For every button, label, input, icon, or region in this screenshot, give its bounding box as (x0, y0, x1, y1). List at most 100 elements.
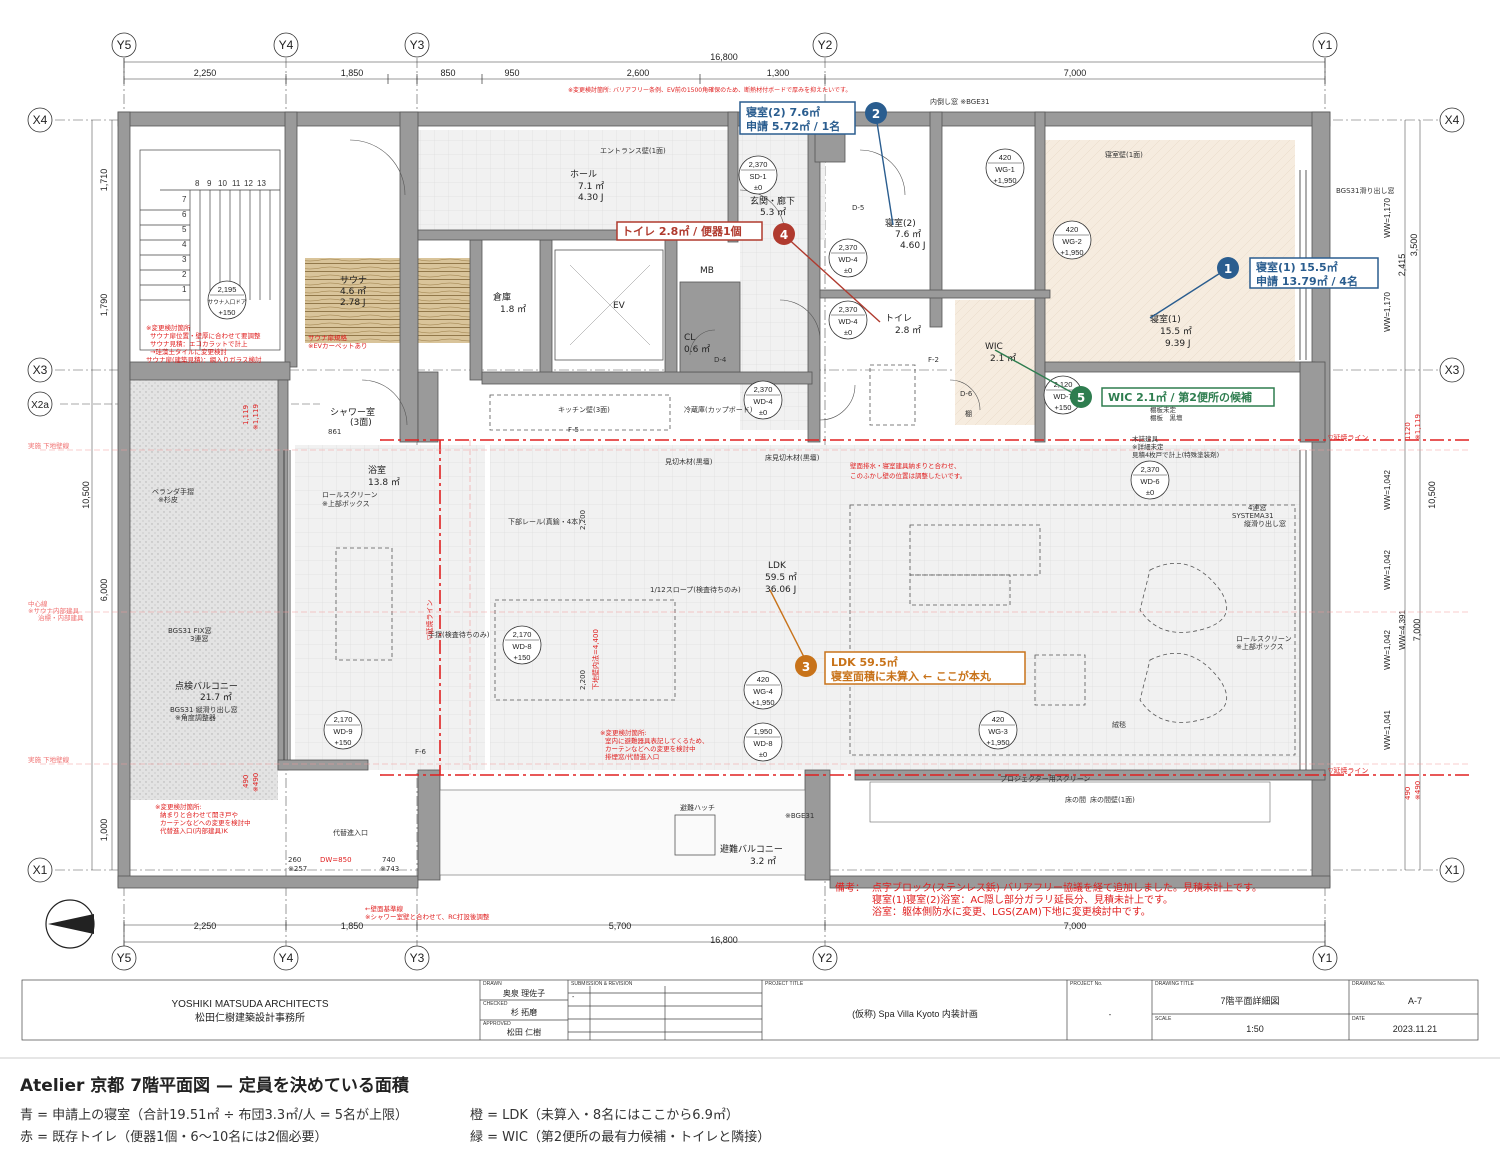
note: 治標・内部建具 (38, 613, 84, 622)
label: F-6 (415, 748, 427, 756)
door-tag-circle (1130, 460, 1170, 500)
dim-top: 2,600 (627, 68, 650, 78)
room-tatami: 4.60 J (900, 241, 926, 251)
note: 中心線 (28, 599, 48, 608)
note: 木詰建具 (1132, 434, 1159, 443)
evac-balcony (439, 789, 806, 876)
annotation-4-line1: トイレ 2.8㎡ / 便器1個 (622, 224, 742, 238)
note: サウナ扉位置・壁厚に合わせて要調整 (150, 331, 261, 340)
room-tatami: 4.30 J (578, 193, 604, 203)
annotation-2: 寝室(2) 7.6㎡ 申請 5.72㎡ / 1名 2 (739, 101, 887, 135)
dim-overall-bottom: 16,800 (710, 935, 738, 945)
label: 冷蔵庫(カップボード) (684, 405, 753, 414)
label: 490 (1404, 787, 1412, 800)
door-tag-circle (985, 148, 1025, 188)
svg-text:4: 4 (182, 240, 187, 249)
tb-label: CHECKED (483, 1001, 508, 1007)
svg-text:8: 8 (195, 179, 200, 188)
grid-label: Y4 (279, 38, 294, 52)
svg-text:10: 10 (218, 179, 227, 188)
label: 4連窓 (1248, 503, 1266, 512)
label: プロジェクター用スクリーン (1000, 774, 1090, 783)
label: 代替進入口 (333, 828, 368, 837)
annotation-5: WIC 2.1㎡ / 第2便所の候補 5 (1070, 386, 1275, 408)
note: 代替進入口(内部建具)K (160, 826, 229, 835)
remarks-line: 浴室：躯体側防水に変更、LGS(ZAM)下地に変更検討中です。 (872, 905, 1151, 918)
annotation-2-line2: 申請 5.72㎡ / 1名 (746, 119, 840, 133)
grid-label: X2a (31, 400, 49, 411)
label: 490 (242, 775, 250, 788)
door-tag-h: 2,370 (1141, 465, 1160, 474)
projector-niche (869, 781, 1271, 823)
dim-left: 1,710 (99, 169, 109, 192)
sauna-floor (305, 258, 470, 343)
wic-floor (955, 300, 1040, 425)
label: 寝室壁(1面) (1105, 150, 1143, 159)
remarks: 備考： 点字ブロック(ステンレス鋲) バリアフリー協議を経て追加しました。見積未… (835, 881, 1262, 918)
stairs (139, 149, 281, 351)
note: ※詳細未定 (1132, 442, 1164, 451)
door-tag-id: WD-4 (753, 397, 772, 406)
windows (283, 170, 1307, 770)
svg-text:7: 7 (182, 195, 187, 204)
label: 1/12スロープ(検査待ちのみ) (650, 585, 741, 594)
dim-bottom: 2,250 (194, 921, 217, 931)
furniture (335, 364, 1296, 756)
door-tag-circle (743, 670, 783, 710)
door-tag-id: WG-4 (753, 687, 773, 696)
door-tag-h: 420 (757, 675, 770, 684)
room-area: 4.6 ㎡ (340, 286, 366, 297)
door-tag-id: WD-6 (1140, 477, 1159, 486)
door-tag-h: 2,195 (218, 285, 237, 294)
label: 棚 (965, 409, 972, 418)
note: ※シャワー室壁と合わせて、RC打設後調整 (365, 912, 490, 921)
svg-text:11: 11 (232, 179, 241, 188)
label: キッチン壁(3面) (558, 405, 610, 414)
label: 内倒し窓 ※BGE31 (930, 97, 990, 106)
door-tag-l: +150 (514, 653, 531, 662)
door-tag-id: SD-1 (749, 172, 766, 181)
elevator-shaft (554, 249, 664, 361)
tb-submission-dash: - (572, 994, 575, 1001)
door-tag-circle (738, 155, 778, 195)
grid-label: Y5 (117, 951, 132, 965)
door-tag-circle (207, 280, 247, 320)
label: ロールスクリーン (1236, 635, 1292, 643)
dim-left: 1,000 (99, 819, 109, 842)
grid-label: X3 (33, 363, 48, 377)
svg-text:1: 1 (182, 285, 187, 294)
annotation-leaders (769, 115, 1226, 666)
dim-top: 7,000 (1064, 68, 1087, 78)
note: 室内に避難器具表記してくるため、 (605, 736, 708, 745)
door-tag-h: 2,370 (754, 385, 773, 394)
dim-right: WW=1,042 (1383, 550, 1392, 590)
dim-left: 6,000 (99, 579, 109, 602)
annotation-3-line2: 寝室面積に未算入 ← ここが本丸 (831, 669, 992, 683)
red-thin-lines (40, 440, 1470, 775)
door-tag-l: ±0 (759, 408, 767, 417)
door-tag-id: WG-3 (988, 727, 1008, 736)
door-tag-h: 420 (1066, 225, 1079, 234)
label: ロールスクリーン (322, 491, 378, 499)
tb-drawing-no: A-7 (1408, 996, 1422, 1006)
door-tag-circle (828, 238, 868, 278)
door-tag-id: WD-7 (1053, 392, 1072, 401)
door-tag-id: WG-1 (995, 165, 1015, 174)
note: サウナ扉規格 (308, 333, 348, 342)
annotation-2-line1: 寝室(2) 7.6㎡ (746, 105, 820, 119)
label: ※杉皮 (158, 495, 178, 504)
label: BGS31 FIX窓 (168, 626, 212, 635)
label: BGS31滑り出し窓 (1336, 186, 1394, 195)
grid-label: Y1 (1318, 951, 1333, 965)
room-name: MB (700, 266, 714, 276)
dim-left: 1,790 (99, 294, 109, 317)
tb-checked: 杉 拓磨 (511, 1007, 537, 1017)
note: ※変更検討箇所 (146, 323, 191, 332)
annotation-2-num: 2 (872, 107, 880, 121)
tb-label: PROJECT No. (1070, 981, 1102, 987)
note: 排煙窓/代替進入口 (605, 752, 659, 761)
annotation-3-line1: LDK 59.5㎡ (831, 655, 898, 669)
dim-right: 2,415 (1397, 254, 1407, 277)
door-tag-h: 2,120 (1054, 380, 1073, 389)
label: 3連窓 (190, 634, 208, 643)
